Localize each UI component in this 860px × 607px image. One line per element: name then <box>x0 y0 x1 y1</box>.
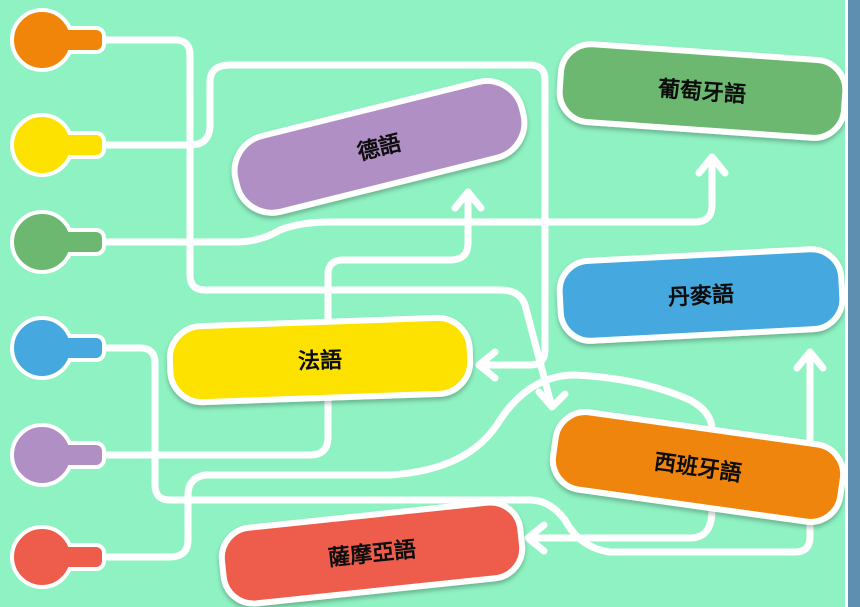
pin-blue[interactable] <box>10 316 106 380</box>
pin-joint <box>60 30 74 50</box>
path-green <box>96 156 716 246</box>
target-label: 丹麥語 <box>667 281 734 310</box>
path-red <box>96 371 716 561</box>
path-orange <box>96 36 554 404</box>
arrow-icon <box>524 521 548 555</box>
arrow-icon <box>475 348 499 382</box>
path-blue <box>96 344 814 556</box>
pin-joint <box>60 338 74 358</box>
target-label: 葡萄牙語 <box>656 76 747 108</box>
pin-joint <box>60 135 74 155</box>
pin-joint <box>60 547 74 567</box>
pin-purple[interactable] <box>10 423 106 487</box>
target-samoan[interactable]: 薩摩亞語 <box>218 499 526 607</box>
pin-green[interactable] <box>10 210 106 274</box>
pin-joint <box>60 445 74 465</box>
path-yellow <box>96 61 549 369</box>
arrow-icon <box>793 348 827 372</box>
target-portuguese[interactable]: 葡萄牙語 <box>556 41 849 141</box>
arrow-heads <box>451 153 827 555</box>
pin-yellow[interactable] <box>10 113 106 177</box>
target-spanish[interactable]: 西班牙語 <box>549 408 847 526</box>
target-danish[interactable]: 丹麥語 <box>556 246 846 344</box>
arrow-icon <box>535 388 569 411</box>
pin-column <box>10 8 106 589</box>
arrow-icon <box>695 153 729 177</box>
path-purple <box>96 191 472 459</box>
connection-paths <box>96 36 814 561</box>
target-french[interactable]: 法語 <box>166 314 474 406</box>
target-label: 法語 <box>298 347 343 375</box>
arrow-icon <box>451 188 485 212</box>
right-edge-strip <box>845 0 860 607</box>
pin-joint <box>60 232 74 252</box>
pin-red[interactable] <box>10 525 106 589</box>
pin-orange[interactable] <box>10 8 106 72</box>
target-german[interactable]: 德語 <box>227 73 532 220</box>
